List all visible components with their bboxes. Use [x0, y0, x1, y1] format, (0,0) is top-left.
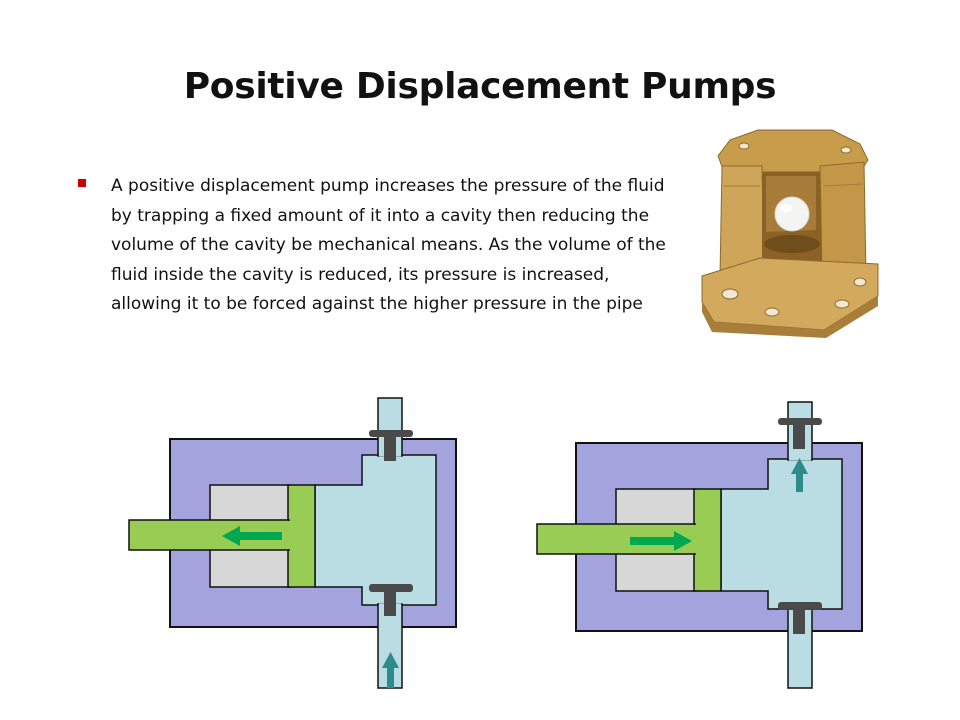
arrow-icon [630, 531, 692, 551]
fluid-chamber [720, 458, 843, 610]
piston-head [287, 484, 316, 588]
outlet-valve-closed [369, 430, 413, 461]
slide-title: Positive Displacement Pumps [183, 66, 777, 107]
outlet-valve-open [778, 418, 822, 449]
square-bullet-icon [78, 179, 86, 187]
pump-diagram-discharge-stroke [536, 401, 863, 689]
outlet-pipe [787, 401, 813, 461]
bullet-text: A positive displacement pump increases t… [111, 176, 666, 315]
pump-diagram-intake-stroke [128, 397, 457, 689]
piston-head [693, 488, 722, 592]
arrow-up-icon [791, 458, 808, 492]
pump-cutaway-photo [701, 129, 879, 338]
inlet-valve-closed [778, 602, 822, 634]
arrow-icon [222, 526, 282, 546]
fluid-chamber [314, 454, 437, 606]
inlet-valve-open [369, 584, 413, 616]
arrow-up-icon [382, 652, 399, 688]
